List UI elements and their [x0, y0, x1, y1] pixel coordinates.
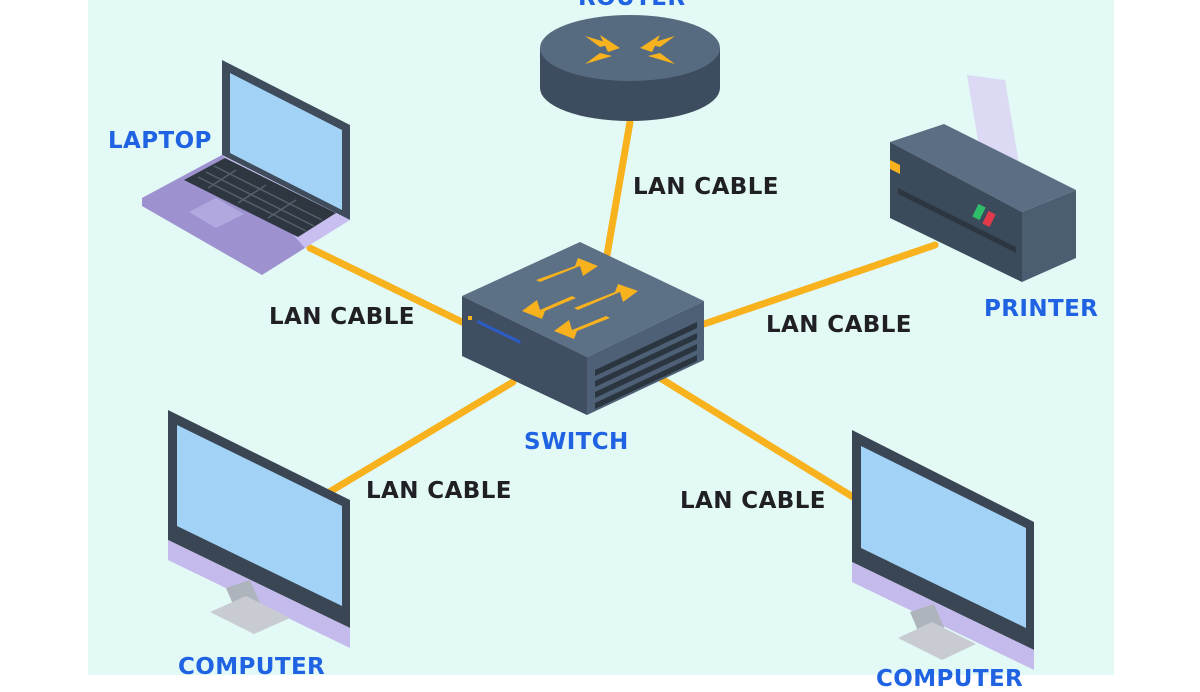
cables	[306, 118, 939, 501]
router-label: ROUTER	[578, 0, 685, 10]
cable-router-switch	[603, 118, 634, 259]
printer-icon	[890, 75, 1076, 282]
cable-computer-switch	[322, 378, 517, 498]
computer2-label: COMPUTER	[876, 666, 1024, 692]
router-icon	[540, 15, 720, 121]
cable-label-laptop: LAN CABLE	[269, 304, 415, 330]
cable-label-printer: LAN CABLE	[766, 312, 912, 338]
computer2-icon	[852, 430, 1034, 670]
cable-label-computer: LAN CABLE	[366, 478, 512, 504]
computer-icon	[168, 410, 350, 648]
diagram-graphics	[142, 15, 1076, 670]
laptop-icon	[142, 60, 350, 275]
cable-laptop-switch	[306, 244, 466, 326]
printer-label: PRINTER	[984, 296, 1099, 322]
cable-label-computer2: LAN CABLE	[680, 488, 826, 514]
cable-printer-switch	[700, 241, 939, 328]
cable-computer2-switch	[656, 374, 857, 501]
cable-label-router: LAN CABLE	[633, 174, 779, 200]
computer-label: COMPUTER	[178, 654, 326, 680]
switch-label: SWITCH	[524, 429, 629, 455]
switch-icon	[462, 242, 704, 415]
laptop-label: LAPTOP	[108, 128, 212, 154]
network-diagram: ROUTER LAPTOP PRINTER SWITCH COMPUTER CO…	[88, 0, 1114, 691]
